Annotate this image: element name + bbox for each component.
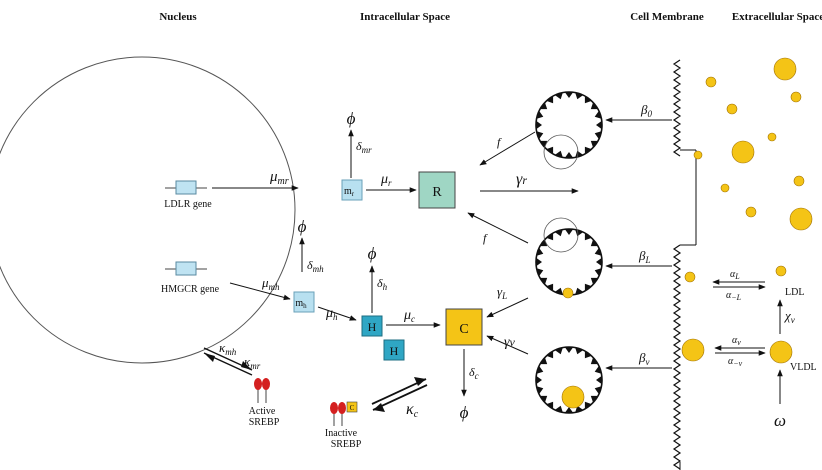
label-mu-mh: μmh <box>261 275 280 292</box>
vesicle-bottom <box>535 346 603 414</box>
label-alpha-minus-v: α−v <box>728 356 743 368</box>
vesicle-middle-ring <box>535 228 603 296</box>
inactive-srebp-label-2: SREBP <box>331 439 362 450</box>
particle-small-3 <box>726 103 738 115</box>
mh-box-label: mh <box>295 298 307 310</box>
particle-large-1 <box>773 57 797 81</box>
label-omega: ω <box>774 411 786 430</box>
header-cell-membrane: Cell Membrane <box>630 11 704 23</box>
mh-box <box>293 291 315 313</box>
arrow-kappa-nucleus <box>203 347 253 376</box>
ldl-label: LDL <box>785 287 804 298</box>
ldlr-gene <box>165 180 207 195</box>
hmgcr-gene <box>165 261 207 276</box>
label-gamma-v: γv <box>504 335 516 350</box>
particle-small-6 <box>793 175 805 187</box>
particle-small-7 <box>720 183 730 193</box>
inactive-srebp-icon <box>330 401 358 426</box>
label-mu-h: μh <box>325 306 338 322</box>
ldlr-gene-label: LDLR gene <box>164 199 212 210</box>
arrow-f-top <box>479 131 536 166</box>
label-delta-c: δc <box>469 365 479 381</box>
header-intracellular: Intracellular Space <box>360 11 450 23</box>
vesicle-bottom-ring <box>535 346 603 414</box>
header-extracellular: Extracellular Space <box>732 11 822 23</box>
vesicle-top <box>535 91 603 159</box>
h-box-secondary <box>383 339 405 361</box>
vesicle-middle-bud <box>543 217 579 253</box>
arrow-kappa-c <box>371 377 428 412</box>
label-alpha-v: αv <box>732 335 741 347</box>
particle-small-5 <box>693 150 703 160</box>
label-mu-c: μc <box>403 308 415 324</box>
particle-small-4 <box>767 132 777 142</box>
label-beta-l: βL <box>638 248 651 265</box>
mr-box <box>341 179 363 201</box>
nucleus-circle <box>0 56 296 364</box>
vldl-label: VLDL <box>790 362 817 373</box>
mr-box-label: mr <box>344 186 355 198</box>
vesicle-middle-ldl <box>562 287 574 299</box>
active-srebp-icon <box>254 378 270 403</box>
label-delta-mr: δmr <box>356 139 372 155</box>
label-gamma-l: γL <box>497 284 507 301</box>
active-srebp-label-2: SREBP <box>249 417 280 428</box>
vesicle-bottom-vldl <box>561 385 585 409</box>
membrane-teeth <box>672 59 682 470</box>
phi-mr: ϕ <box>347 109 356 128</box>
particle-vldl <box>769 340 793 364</box>
label-beta-v: βv <box>638 350 649 367</box>
vesicle-middle <box>535 228 603 296</box>
vesicle-top-bud <box>543 134 579 170</box>
c-box-label: C <box>459 322 468 337</box>
h-box-label: H <box>368 320 377 334</box>
label-beta-0: β0 <box>640 102 652 119</box>
label-f-bottom: f <box>483 231 488 245</box>
arrow-gamma-v <box>486 335 529 355</box>
r-box <box>418 171 456 209</box>
extracellular-particles <box>681 57 813 364</box>
c-box <box>445 308 483 346</box>
inactive-srebp-c-label: C <box>350 404 355 412</box>
arrow-f-bottom <box>467 212 529 244</box>
phi-h: ϕ <box>368 244 377 263</box>
label-gamma-r: γr <box>516 171 527 188</box>
label-alpha-l: αL <box>730 269 740 281</box>
receptor-vesicles <box>535 91 603 414</box>
r-box-label: R <box>432 185 442 200</box>
inactive-srebp-label-1: Inactive <box>325 428 358 439</box>
particle-small-1 <box>705 76 717 88</box>
h-box-secondary-label: H <box>390 344 399 358</box>
label-delta-mh: δmh <box>307 258 324 274</box>
active-srebp-label-1: Active <box>249 406 276 417</box>
cell-membrane <box>672 59 697 470</box>
particle-small-2 <box>790 91 802 103</box>
label-kappa-mh: κmh <box>219 340 237 357</box>
arrow-hmgcr-to-mh <box>229 282 291 301</box>
particle-large-2 <box>731 140 755 164</box>
phi-mh: ϕ <box>298 217 307 236</box>
label-chi-v: χv <box>783 308 795 325</box>
label-f-top: f <box>497 135 502 149</box>
particle-ldl-membrane <box>684 271 696 283</box>
particle-small-8 <box>745 206 757 218</box>
label-delta-h: δh <box>377 276 388 292</box>
header-nucleus: Nucleus <box>159 11 197 23</box>
label-mu-mr: μmr <box>269 169 289 187</box>
arrow-gamma-l <box>486 297 529 318</box>
arrow-mh-to-h <box>317 306 357 321</box>
label-alpha-minus-l: α−L <box>726 290 742 302</box>
h-box <box>361 315 383 337</box>
particle-vldl-membrane <box>681 338 705 362</box>
label-kappa-mr: κmr <box>244 354 261 371</box>
particle-ldl <box>775 265 787 277</box>
particle-large-3 <box>789 207 813 231</box>
label-mu-r: μr <box>380 172 392 188</box>
label-kappa-c: κc <box>406 401 419 420</box>
vesicle-top-ring <box>535 91 603 159</box>
hmgcr-gene-label: HMGCR gene <box>161 284 220 295</box>
phi-c: ϕ <box>460 403 469 422</box>
